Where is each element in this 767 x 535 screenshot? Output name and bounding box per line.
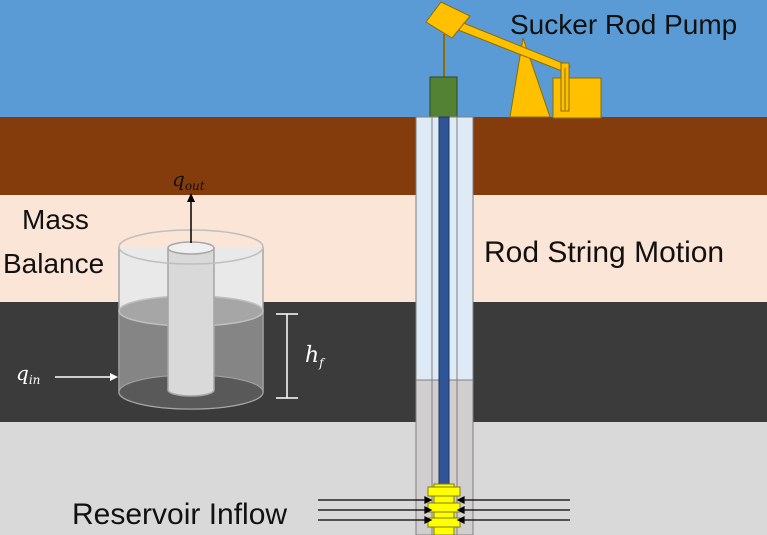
mass-balance-tank <box>118 229 264 410</box>
label-reservoir-inflow: Reservoir Inflow <box>72 498 287 531</box>
bedrock-layer <box>0 422 767 535</box>
rod-string <box>438 116 450 488</box>
reservoir-layer <box>0 302 767 422</box>
label-sucker-rod-pump: Sucker Rod Pump <box>510 9 737 40</box>
pumpjack-icon <box>425 1 602 119</box>
label-rod-string-motion: Rod String Motion <box>484 236 724 269</box>
label-mass: Mass <box>22 204 89 235</box>
q-in-arrow <box>55 373 118 381</box>
sky-layer <box>0 0 767 117</box>
q-out-arrow <box>187 193 195 243</box>
symbol-q-out: qout <box>172 167 205 193</box>
symbol-q-in: qin <box>16 361 40 387</box>
downhole-pump <box>427 483 461 535</box>
symbol-h-f: hf <box>305 343 326 370</box>
inflow-arrows <box>318 496 570 524</box>
topsoil-layer <box>0 117 767 195</box>
label-balance: Balance <box>3 248 104 279</box>
wellhead <box>429 76 458 118</box>
hf-bracket <box>276 313 298 399</box>
